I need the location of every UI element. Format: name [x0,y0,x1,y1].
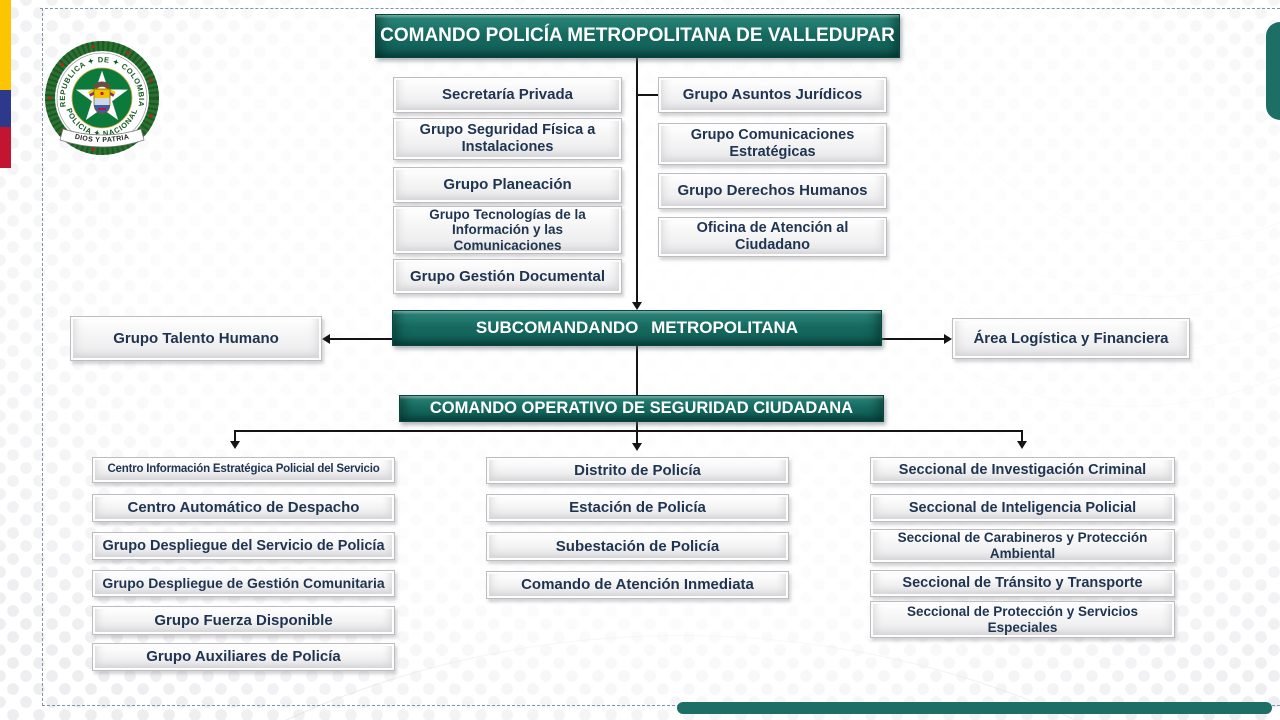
node-subestacion-policia: Subestación de Policía [486,532,789,561]
node-comando-atencion-inmediata: Comando de Atención Inmediata [486,571,789,599]
crest-motto-text: DIOS Y PATRIA [74,134,130,144]
arrowhead-into-subcommand [632,302,642,310]
node-seccional-investigacion-criminal: Seccional de Investigación Criminal [870,457,1175,484]
node-secretaria-privada: Secretaría Privada [393,77,622,113]
connector-sub-to-operative [636,345,638,395]
slide-border-bottom [42,705,1280,706]
node-seccional-transito-transporte: Seccional de Tránsito y Transporte [870,570,1175,597]
node-grupo-derechos-humanos: Grupo Derechos Humanos [658,173,887,209]
node-seccional-inteligencia-policial: Seccional de Inteligencia Policial [870,494,1175,522]
node-grupo-auxiliares-policia: Grupo Auxiliares de Policía [92,643,395,671]
arrowhead-area-logistica [944,334,952,344]
flag-stripe-blue [0,90,11,127]
teal-edge-pill [1266,22,1280,120]
node-subcomandando-metropolitana: SUBCOMANDANDO METROPOLITANA [392,310,882,346]
connector-drop-center [636,430,638,444]
node-grupo-talento-humano: Grupo Talento Humano [70,316,322,361]
node-area-logistica-financiera: Área Logística y Financiera [952,318,1190,359]
node-grupo-comunicaciones-estrategicas: Grupo Comunicaciones Estratégicas [658,123,887,165]
connector-sub-left [329,338,392,340]
teal-footer-bar [677,702,1272,714]
arrowhead-branch-left [230,441,240,449]
node-centro-automatico-despacho: Centro Automático de Despacho [92,494,395,522]
node-grupo-despliegue-gestion-comunitaria: Grupo Despliegue de Gestión Comunitaria [92,570,395,597]
node-grupo-asuntos-juridicos: Grupo Asuntos Jurídicos [658,77,887,113]
node-grupo-fuerza-disponible: Grupo Fuerza Disponible [92,606,395,635]
node-distrito-policia: Distrito de Policía [486,457,789,484]
wreath-texture [45,41,159,155]
connector-tick-staff-right [637,94,658,96]
node-seccional-proteccion-servicios: Seccional de Protección y Servicios Espe… [870,601,1175,638]
node-seccional-carabineros: Seccional de Carabineros y Protección Am… [870,529,1175,563]
node-grupo-planeacion: Grupo Planeación [393,167,622,203]
slide-border-top [40,8,1280,9]
arrowhead-branch-right [1017,441,1027,449]
flag-stripe-red [0,127,11,168]
arrowhead-talento-humano [322,334,330,344]
connector-drop-left [234,430,236,442]
node-grupo-tecnologias: Grupo Tecnologías de la Información y la… [393,206,622,254]
node-centro-informacion-estrategica: Centro Información Estratégica Policial … [92,457,395,483]
connector-operative-stub [636,421,638,431]
arrowhead-branch-center [632,443,642,451]
policia-nacional-logo: REPUBLICA ✦ DE ✦ COLOMBIA POLICIA ✦ NACI… [45,41,159,155]
flag-stripe-yellow [0,0,11,90]
connector-sub-right [882,338,945,340]
connector-drop-right [1021,430,1023,442]
node-comando-policia-metropolitana: COMANDO POLICÍA METROPOLITANA DE VALLEDU… [375,14,900,58]
crest-banner [59,128,145,148]
slide-border-left [42,8,43,706]
node-estacion-policia: Estación de Policía [486,494,789,522]
node-oficina-atencion-ciudadano: Oficina de Atención al Ciudadano [658,217,887,257]
crest-coat-of-arms [93,81,111,115]
node-comando-operativo-seguridad-ciudadana: COMANDO OPERATIVO DE SEGURIDAD CIUDADANA [399,395,884,422]
connector-branch-horizontal [234,430,1022,432]
node-grupo-gestion-documental: Grupo Gestión Documental [393,259,622,294]
node-grupo-seguridad-fisica: Grupo Seguridad Física a Instalaciones [393,118,622,160]
connector-root-to-sub [636,58,638,303]
node-grupo-despliegue-servicio: Grupo Despliegue del Servicio de Policía [92,532,395,560]
